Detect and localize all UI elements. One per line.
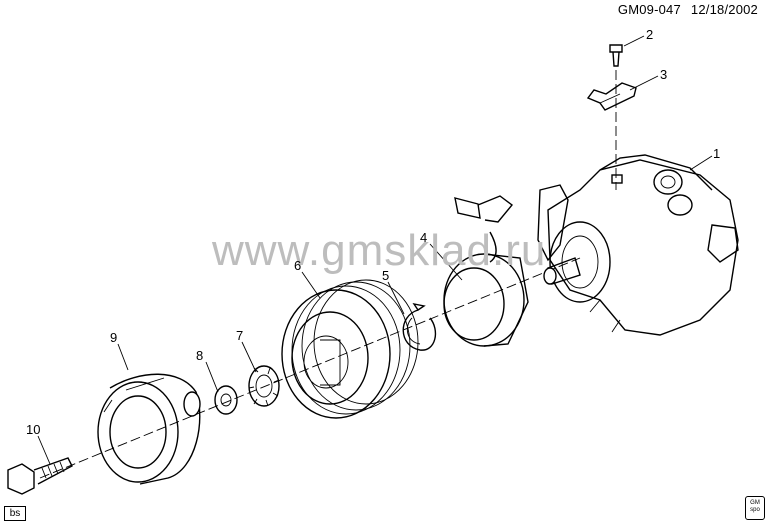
callout-6: 6 bbox=[294, 258, 302, 273]
callout-1: 1 bbox=[713, 146, 721, 161]
part-3-bracket bbox=[586, 82, 637, 111]
logo-text-spo: spo bbox=[750, 507, 760, 513]
part-10-bolt bbox=[7, 457, 73, 495]
part-2-bolt bbox=[609, 44, 623, 67]
callout-7: 7 bbox=[236, 328, 244, 343]
diagram-id: GM09-047 bbox=[617, 2, 681, 17]
callout-2: 2 bbox=[646, 27, 654, 42]
logo-text-gm: GM bbox=[750, 500, 760, 506]
part-9-hub bbox=[97, 373, 201, 485]
part-7-lock-washer bbox=[248, 365, 280, 407]
bs-tag: bs bbox=[4, 506, 26, 521]
callout-8: 8 bbox=[196, 348, 204, 363]
gm-spo-logo: GM spo bbox=[745, 496, 765, 520]
part-5-snap-ring bbox=[402, 302, 437, 351]
part-1-compressor bbox=[537, 154, 739, 336]
diagram-date: 12/18/2002 bbox=[690, 2, 758, 17]
callout-5: 5 bbox=[382, 268, 390, 283]
watermark: www.gmsklad.ru bbox=[212, 226, 547, 275]
leader-lines bbox=[37, 35, 713, 465]
callout-10: 10 bbox=[26, 422, 41, 437]
callout-9: 9 bbox=[110, 330, 118, 345]
center-axis bbox=[39, 257, 581, 479]
callout-4: 4 bbox=[420, 230, 428, 245]
diagram-header: GM09-047 12/18/2002 bbox=[618, 2, 758, 17]
part-6-pulley bbox=[281, 279, 419, 419]
callout-3: 3 bbox=[660, 67, 668, 82]
part-4-coil bbox=[443, 195, 529, 347]
part-8-washer bbox=[214, 385, 238, 415]
